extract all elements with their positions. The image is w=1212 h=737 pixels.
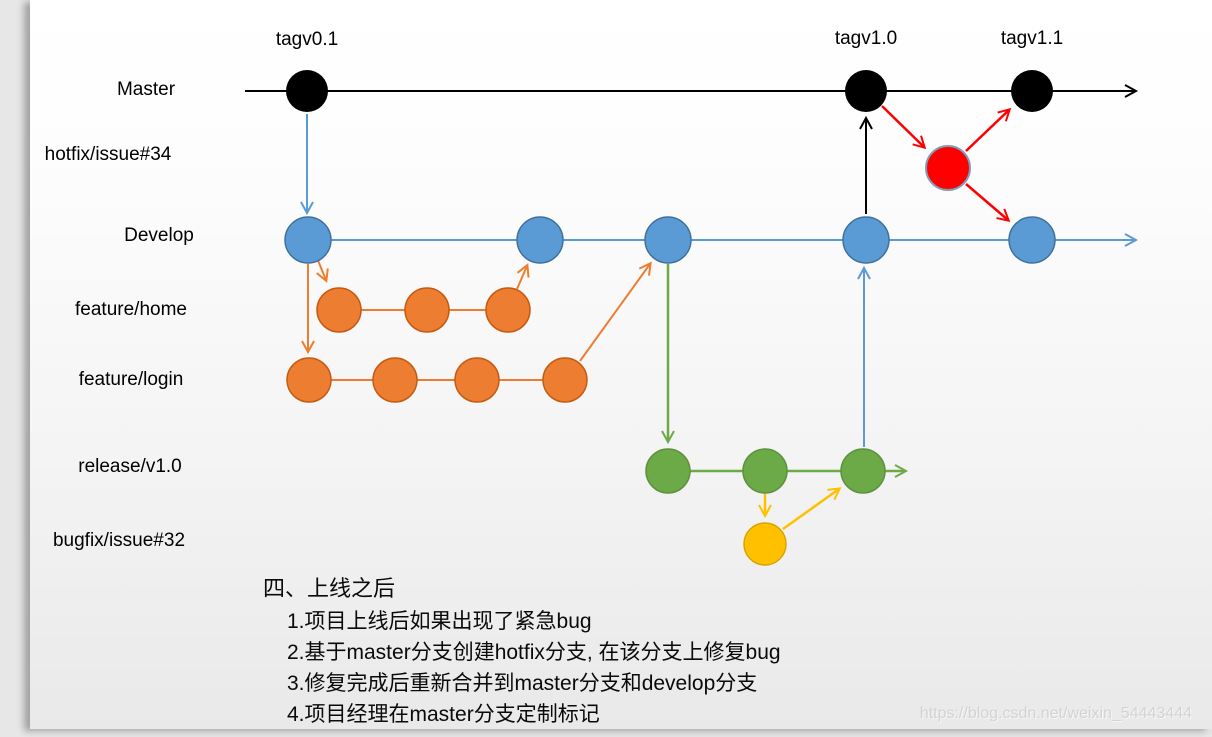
commit-release-3 — [840, 448, 886, 494]
commit-release-1 — [645, 448, 691, 494]
commit-master-tagv1-1 — [1011, 70, 1053, 112]
commit-bugfix-1 — [743, 522, 787, 566]
watermark-text: https://blog.csdn.net/weixin_54443444 — [919, 705, 1192, 722]
commit-master-tagv0-1 — [286, 70, 328, 112]
merge-feature-home-to-develop-arrow — [516, 263, 530, 290]
commit-feature-home-1 — [316, 287, 362, 333]
branch-label-hotfix: hotfix/issue#34 — [44, 144, 172, 165]
notes-item-2: 2.基于master分支创建hotfix分支, 在该分支上修复bug — [287, 641, 781, 664]
commit-feature-login-4 — [542, 357, 588, 403]
notes-item-3: 3.修复完成后重新合并到master分支和develop分支 — [287, 672, 758, 695]
commit-hotfix-1 — [925, 145, 971, 191]
branch-label-develop: Develop — [124, 225, 194, 246]
notes-block: 四、上线之后 1.项目上线后如果出现了紧急bug 2.基于master分支创建h… — [263, 572, 781, 730]
commit-develop-1 — [284, 216, 332, 264]
branch-label-release: release/v1.0 — [78, 456, 182, 477]
branch-master-to-hotfix-arrow — [881, 105, 927, 150]
merge-feature-login-to-develop-arrow — [579, 261, 652, 362]
commit-release-2 — [742, 448, 788, 494]
branch-label-bugfix: bugfix/issue#32 — [52, 530, 186, 551]
tag-label-v0-1: tagv0.1 — [275, 29, 339, 50]
commit-develop-3 — [644, 216, 692, 264]
branch-label-feature-login: feature/login — [78, 369, 184, 390]
commit-feature-login-1 — [286, 357, 332, 403]
commit-develop-2 — [516, 216, 564, 264]
commit-feature-login-3 — [454, 357, 500, 403]
merge-bugfix-to-release-arrow — [782, 487, 842, 531]
notes-item-1: 1.项目上线后如果出现了紧急bug — [287, 610, 592, 633]
commit-feature-home-2 — [404, 287, 450, 333]
branch-label-feature-home: feature/home — [75, 299, 187, 320]
notes-item-4: 4.项目经理在master分支定制标记 — [287, 703, 600, 726]
tag-label-v1-1: tagv1.1 — [1000, 28, 1064, 49]
merge-hotfix-to-master-arrow — [965, 107, 1012, 152]
branch-label-master: Master — [116, 79, 176, 100]
slide-background — [30, 0, 1212, 729]
commit-feature-home-3 — [485, 287, 531, 333]
merge-hotfix-to-develop-arrow — [965, 183, 1011, 223]
commit-master-tagv1-0 — [845, 70, 887, 112]
notes-heading: 四、上线之后 — [263, 576, 396, 601]
commit-develop-4 — [842, 216, 890, 264]
tag-label-v1-0: tagv1.0 — [834, 28, 898, 49]
branch-develop-to-feature-home-arrow — [316, 257, 329, 283]
commit-feature-login-2 — [372, 357, 418, 403]
commit-develop-5 — [1008, 216, 1056, 264]
